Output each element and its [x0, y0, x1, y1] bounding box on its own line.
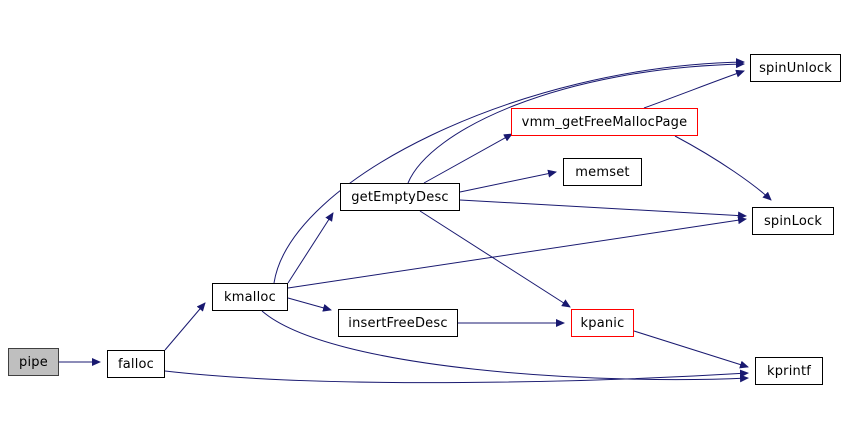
edge-kmalloc-to-getEmptyDesc — [287, 212, 334, 284]
node-label-falloc: falloc — [117, 356, 155, 372]
node-kmalloc[interactable]: kmalloc — [212, 283, 288, 311]
node-spinLock[interactable]: spinLock — [752, 207, 834, 235]
edge-kpanic-to-kprintf — [633, 330, 749, 369]
node-kprintf[interactable]: kprintf — [755, 357, 823, 385]
node-vmm_getFreeMallocPage[interactable]: vmm_getFreeMallocPage — [511, 108, 698, 136]
node-label-getEmptyDesc: getEmptyDesc — [351, 189, 449, 205]
node-label-spinUnlock: spinUnlock — [759, 60, 832, 76]
edge-kmalloc-to-insertFreeDesc — [287, 297, 332, 312]
node-label-kpanic: kpanic — [580, 315, 625, 331]
node-getEmptyDesc[interactable]: getEmptyDesc — [340, 183, 460, 211]
edge-vmm_getFreeMallocPage-to-spinLock — [674, 135, 772, 201]
node-label-insertFreeDesc: insertFreeDesc — [348, 315, 448, 331]
edge-getEmptyDesc-to-memset — [459, 169, 557, 193]
node-label-memset: memset — [575, 164, 630, 180]
edge-kmalloc-to-spinLock — [287, 216, 747, 289]
edge-kmalloc-to-spinUnlock — [273, 58, 745, 284]
node-label-vmm_getFreeMallocPage: vmm_getFreeMallocPage — [521, 114, 688, 130]
edge-kmalloc-to-kprintf — [261, 310, 749, 383]
node-spinUnlock[interactable]: spinUnlock — [750, 54, 841, 82]
edge-falloc-to-kmalloc — [164, 302, 206, 351]
node-insertFreeDesc[interactable]: insertFreeDesc — [338, 309, 458, 337]
edge-vmm_getFreeMallocPage-to-spinUnlock — [643, 69, 745, 109]
node-label-spinLock: spinLock — [763, 213, 823, 229]
edge-getEmptyDesc-to-kpanic — [419, 210, 571, 308]
node-label-pipe: pipe — [19, 354, 48, 370]
node-label-kmalloc: kmalloc — [224, 289, 276, 305]
edge-getEmptyDesc-to-spinUnlock — [407, 60, 745, 184]
node-memset[interactable]: memset — [563, 158, 642, 186]
node-kpanic[interactable]: kpanic — [571, 309, 634, 337]
edge-falloc-to-kprintf — [164, 369, 749, 384]
edge-getEmptyDesc-to-vmm_getFreeMallocPage — [423, 133, 513, 184]
node-pipe[interactable]: pipe — [8, 348, 59, 376]
node-falloc[interactable]: falloc — [107, 350, 165, 378]
edge-getEmptyDesc-to-spinLock — [459, 199, 747, 220]
node-label-kprintf: kprintf — [766, 363, 812, 379]
